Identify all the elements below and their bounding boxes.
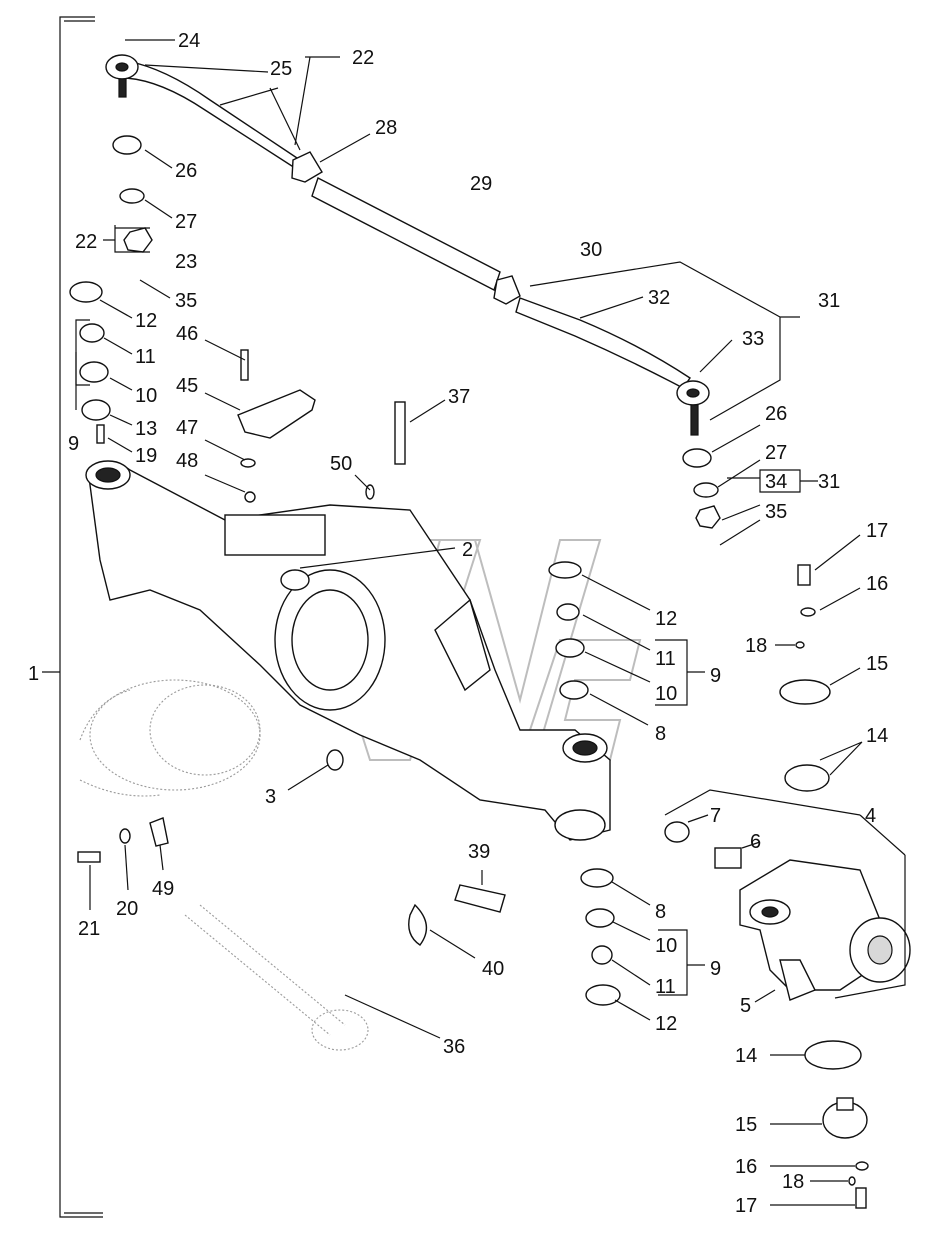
label-16b: 16 (735, 1156, 757, 1178)
label-31a: 31 (818, 290, 840, 312)
label-20: 20 (116, 898, 138, 920)
label-9c: 9 (710, 958, 721, 980)
label-45: 45 (176, 375, 198, 397)
label-15a: 15 (866, 653, 888, 675)
label-11b: 11 (655, 648, 676, 670)
leader-lines (75, 39, 906, 1206)
label-29: 29 (470, 173, 492, 195)
assembly-bracket (42, 16, 103, 1218)
label-27a: 27 (175, 211, 197, 233)
label-50: 50 (330, 453, 352, 475)
label-39: 39 (468, 841, 490, 863)
label-21: 21 (78, 918, 100, 940)
label-46: 46 (176, 323, 198, 345)
label-4: 4 (865, 805, 876, 827)
lower-stack-parts (804, 1040, 869, 1209)
tie-rod-assembly (105, 54, 710, 436)
label-17a: 17 (866, 520, 888, 542)
label-26a: 26 (175, 160, 197, 182)
label-10b: 10 (655, 683, 677, 705)
label-40: 40 (482, 958, 504, 980)
label-12b: 12 (655, 608, 677, 630)
bottom-left-parts (77, 817, 506, 946)
label-22b: 22 (75, 231, 97, 253)
label-10a: 10 (135, 385, 157, 407)
label-47: 47 (176, 417, 198, 439)
label-23: 23 (175, 251, 197, 273)
label-10c: 10 (655, 935, 677, 957)
callout-labels: 1 2 3 4 5 6 7 8 8 9 9 9 10 10 10 11 11 1… (28, 30, 888, 1217)
label-14b: 14 (735, 1045, 757, 1067)
label-32: 32 (648, 287, 670, 309)
label-26b: 26 (765, 403, 787, 425)
label-30: 30 (580, 239, 602, 261)
left-column-parts (69, 135, 406, 503)
label-9a: 9 (68, 433, 79, 455)
label-24: 24 (178, 30, 200, 52)
label-7: 7 (710, 805, 721, 827)
label-49: 49 (152, 878, 174, 900)
label-13: 13 (135, 418, 157, 440)
label-14a: 14 (866, 725, 888, 747)
label-11a: 11 (135, 346, 156, 368)
drive-shaft-ghost (184, 904, 369, 1051)
label-19: 19 (135, 445, 157, 467)
label-34: 34 (765, 471, 787, 493)
label-16a: 16 (866, 573, 888, 595)
differential-ghost (79, 679, 261, 797)
label-17b: 17 (735, 1195, 757, 1217)
label-36: 36 (443, 1036, 465, 1058)
right-column-parts (326, 448, 831, 1006)
label-31b: 31 (818, 471, 840, 493)
label-11c: 11 (655, 976, 676, 998)
label-15b: 15 (735, 1114, 757, 1136)
label-27b: 27 (765, 442, 787, 464)
axle-housing (85, 460, 611, 841)
label-3: 3 (265, 786, 276, 808)
label-8a: 8 (655, 723, 666, 745)
label-8b: 8 (655, 901, 666, 923)
label-18a: 18 (745, 635, 767, 657)
label-5: 5 (740, 995, 751, 1017)
label-37: 37 (448, 386, 470, 408)
label-6: 6 (750, 831, 761, 853)
label-28: 28 (375, 117, 397, 139)
label-1: 1 (28, 663, 39, 685)
label-2: 2 (462, 539, 473, 561)
label-12a: 12 (135, 310, 157, 332)
label-18b: 18 (782, 1171, 804, 1193)
label-33: 33 (742, 328, 764, 350)
label-48: 48 (176, 450, 198, 472)
label-12c: 12 (655, 1013, 677, 1035)
label-35b: 35 (765, 501, 787, 523)
label-22a: 22 (352, 47, 374, 69)
label-25: 25 (270, 58, 292, 80)
steering-knuckle (739, 859, 911, 1001)
label-35a: 35 (175, 290, 197, 312)
label-9b: 9 (710, 665, 721, 687)
